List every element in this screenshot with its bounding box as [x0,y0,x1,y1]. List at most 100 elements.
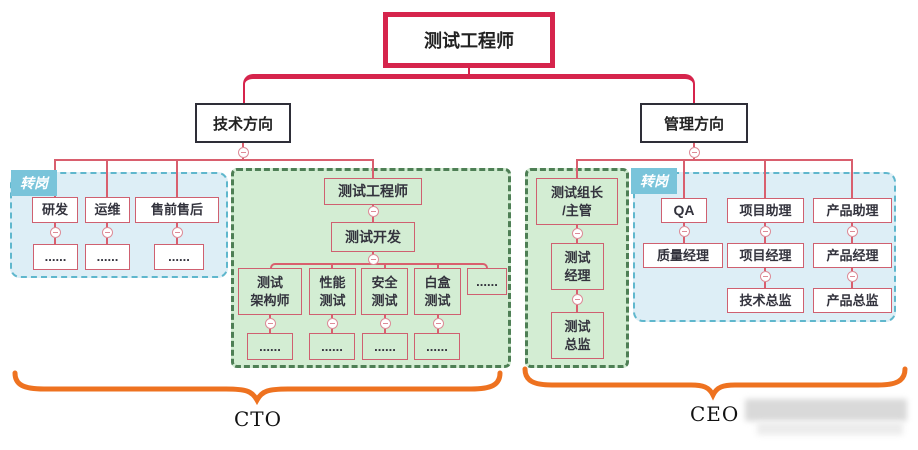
node-product-manager[interactable]: 产品经理 [813,243,892,268]
node-security-testing[interactable]: 安全 测试 [361,268,408,315]
connector-line [851,268,853,271]
connector-line [384,315,386,318]
connector-line [693,143,695,147]
connector-line [372,252,374,255]
ceo-label: CEO [690,402,740,426]
connector-line [270,263,488,268]
node-test-architect[interactable]: 测试 架构师 [238,268,302,315]
collapse-toggle-icon[interactable] [572,228,583,239]
collapse-toggle-icon[interactable] [172,227,183,238]
connector-line [576,239,578,243]
connector-line [764,237,766,243]
collapse-toggle-icon[interactable] [50,227,61,238]
connector-line [764,282,766,288]
connector-line [576,290,578,294]
node-project-manager[interactable]: 项目经理 [727,243,804,268]
connector-line [851,282,853,288]
connector-line [242,143,244,147]
direction-node-technical[interactable]: 技术方向 [195,103,291,143]
collapse-toggle-icon[interactable] [368,254,379,265]
connector-line [764,159,766,198]
node-performance-testing[interactable]: 性能 测试 [309,268,356,315]
cto-label: CTO [234,407,283,431]
connector-line [437,315,439,318]
collapse-toggle-icon[interactable] [433,318,444,329]
connector-line [683,223,685,226]
connector-line [55,159,374,161]
node-whitebox-testing[interactable]: 白盒 测试 [414,268,461,315]
root-node-test-engineer[interactable]: 测试工程师 [383,12,555,68]
connector-line [331,329,333,333]
node-ellipsis[interactable]: ...... [362,333,408,360]
connector-line [384,263,386,268]
connector-line [576,305,578,312]
collapse-toggle-icon[interactable] [368,206,379,217]
transfer-tag-right: 转岗 [631,168,677,194]
connector-line [851,159,853,198]
connector-line [437,263,439,268]
collapse-toggle-icon[interactable] [380,318,391,329]
node-qa[interactable]: QA [661,198,707,223]
collapse-toggle-icon[interactable] [847,226,858,237]
collapse-toggle-icon[interactable] [265,318,276,329]
connector-line [851,223,853,226]
connector-line [176,223,178,228]
connector-line [384,329,386,333]
node-presales-aftersales[interactable]: 售前售后 [135,197,219,223]
node-ellipsis[interactable]: ...... [85,244,130,270]
collapse-toggle-icon[interactable] [847,271,858,282]
connector-line [764,268,766,271]
connector-line [176,238,178,244]
connector-line [372,217,374,222]
node-ellipsis[interactable]: ...... [467,268,507,295]
connector-line [269,315,271,318]
cto-brace [12,370,503,406]
collapse-toggle-icon[interactable] [760,226,771,237]
connector-line [683,237,685,243]
node-ellipsis[interactable]: ...... [414,333,460,360]
connector-line [683,159,685,198]
transfer-tag-left: 转岗 [11,170,57,196]
node-product-director[interactable]: 产品总监 [813,288,892,313]
node-test-lead-supervisor[interactable]: 测试组长 /主管 [536,178,618,225]
connector-line [54,238,56,244]
collapse-toggle-icon[interactable] [572,294,583,305]
node-technical-director[interactable]: 技术总监 [727,288,804,313]
connector-line [851,237,853,243]
node-ellipsis[interactable]: ...... [154,244,204,270]
connector-line [243,74,695,103]
collapse-toggle-icon[interactable] [238,147,249,158]
connector-line [576,225,578,228]
node-test-manager[interactable]: 测试 经理 [551,243,604,290]
node-rd[interactable]: 研发 [32,197,78,223]
connector-line [106,223,108,228]
connector-line [437,329,439,333]
direction-node-management[interactable]: 管理方向 [640,103,748,143]
collapse-toggle-icon[interactable] [102,227,113,238]
ceo-brace [522,366,908,401]
node-ellipsis[interactable]: ...... [33,244,78,270]
node-test-director[interactable]: 测试 总监 [551,312,604,359]
watermark [745,399,907,435]
connector-line [576,159,578,178]
node-product-assistant[interactable]: 产品助理 [813,198,892,223]
connector-line [331,263,333,268]
node-test-engineer[interactable]: 测试工程师 [324,178,422,205]
connector-line [468,68,470,74]
node-ops[interactable]: 运维 [85,197,130,223]
node-quality-manager[interactable]: 质量经理 [643,243,723,268]
collapse-toggle-icon[interactable] [760,271,771,282]
node-ellipsis[interactable]: ...... [309,333,355,360]
node-project-assistant[interactable]: 项目助理 [727,198,804,223]
connector-line [106,159,108,197]
connector-line [764,223,766,226]
collapse-toggle-icon[interactable] [689,147,700,158]
collapse-toggle-icon[interactable] [679,226,690,237]
connector-line [269,329,271,333]
node-test-development[interactable]: 测试开发 [331,222,415,252]
node-ellipsis[interactable]: ...... [247,333,293,360]
connector-line [176,159,178,197]
collapse-toggle-icon[interactable] [327,318,338,329]
